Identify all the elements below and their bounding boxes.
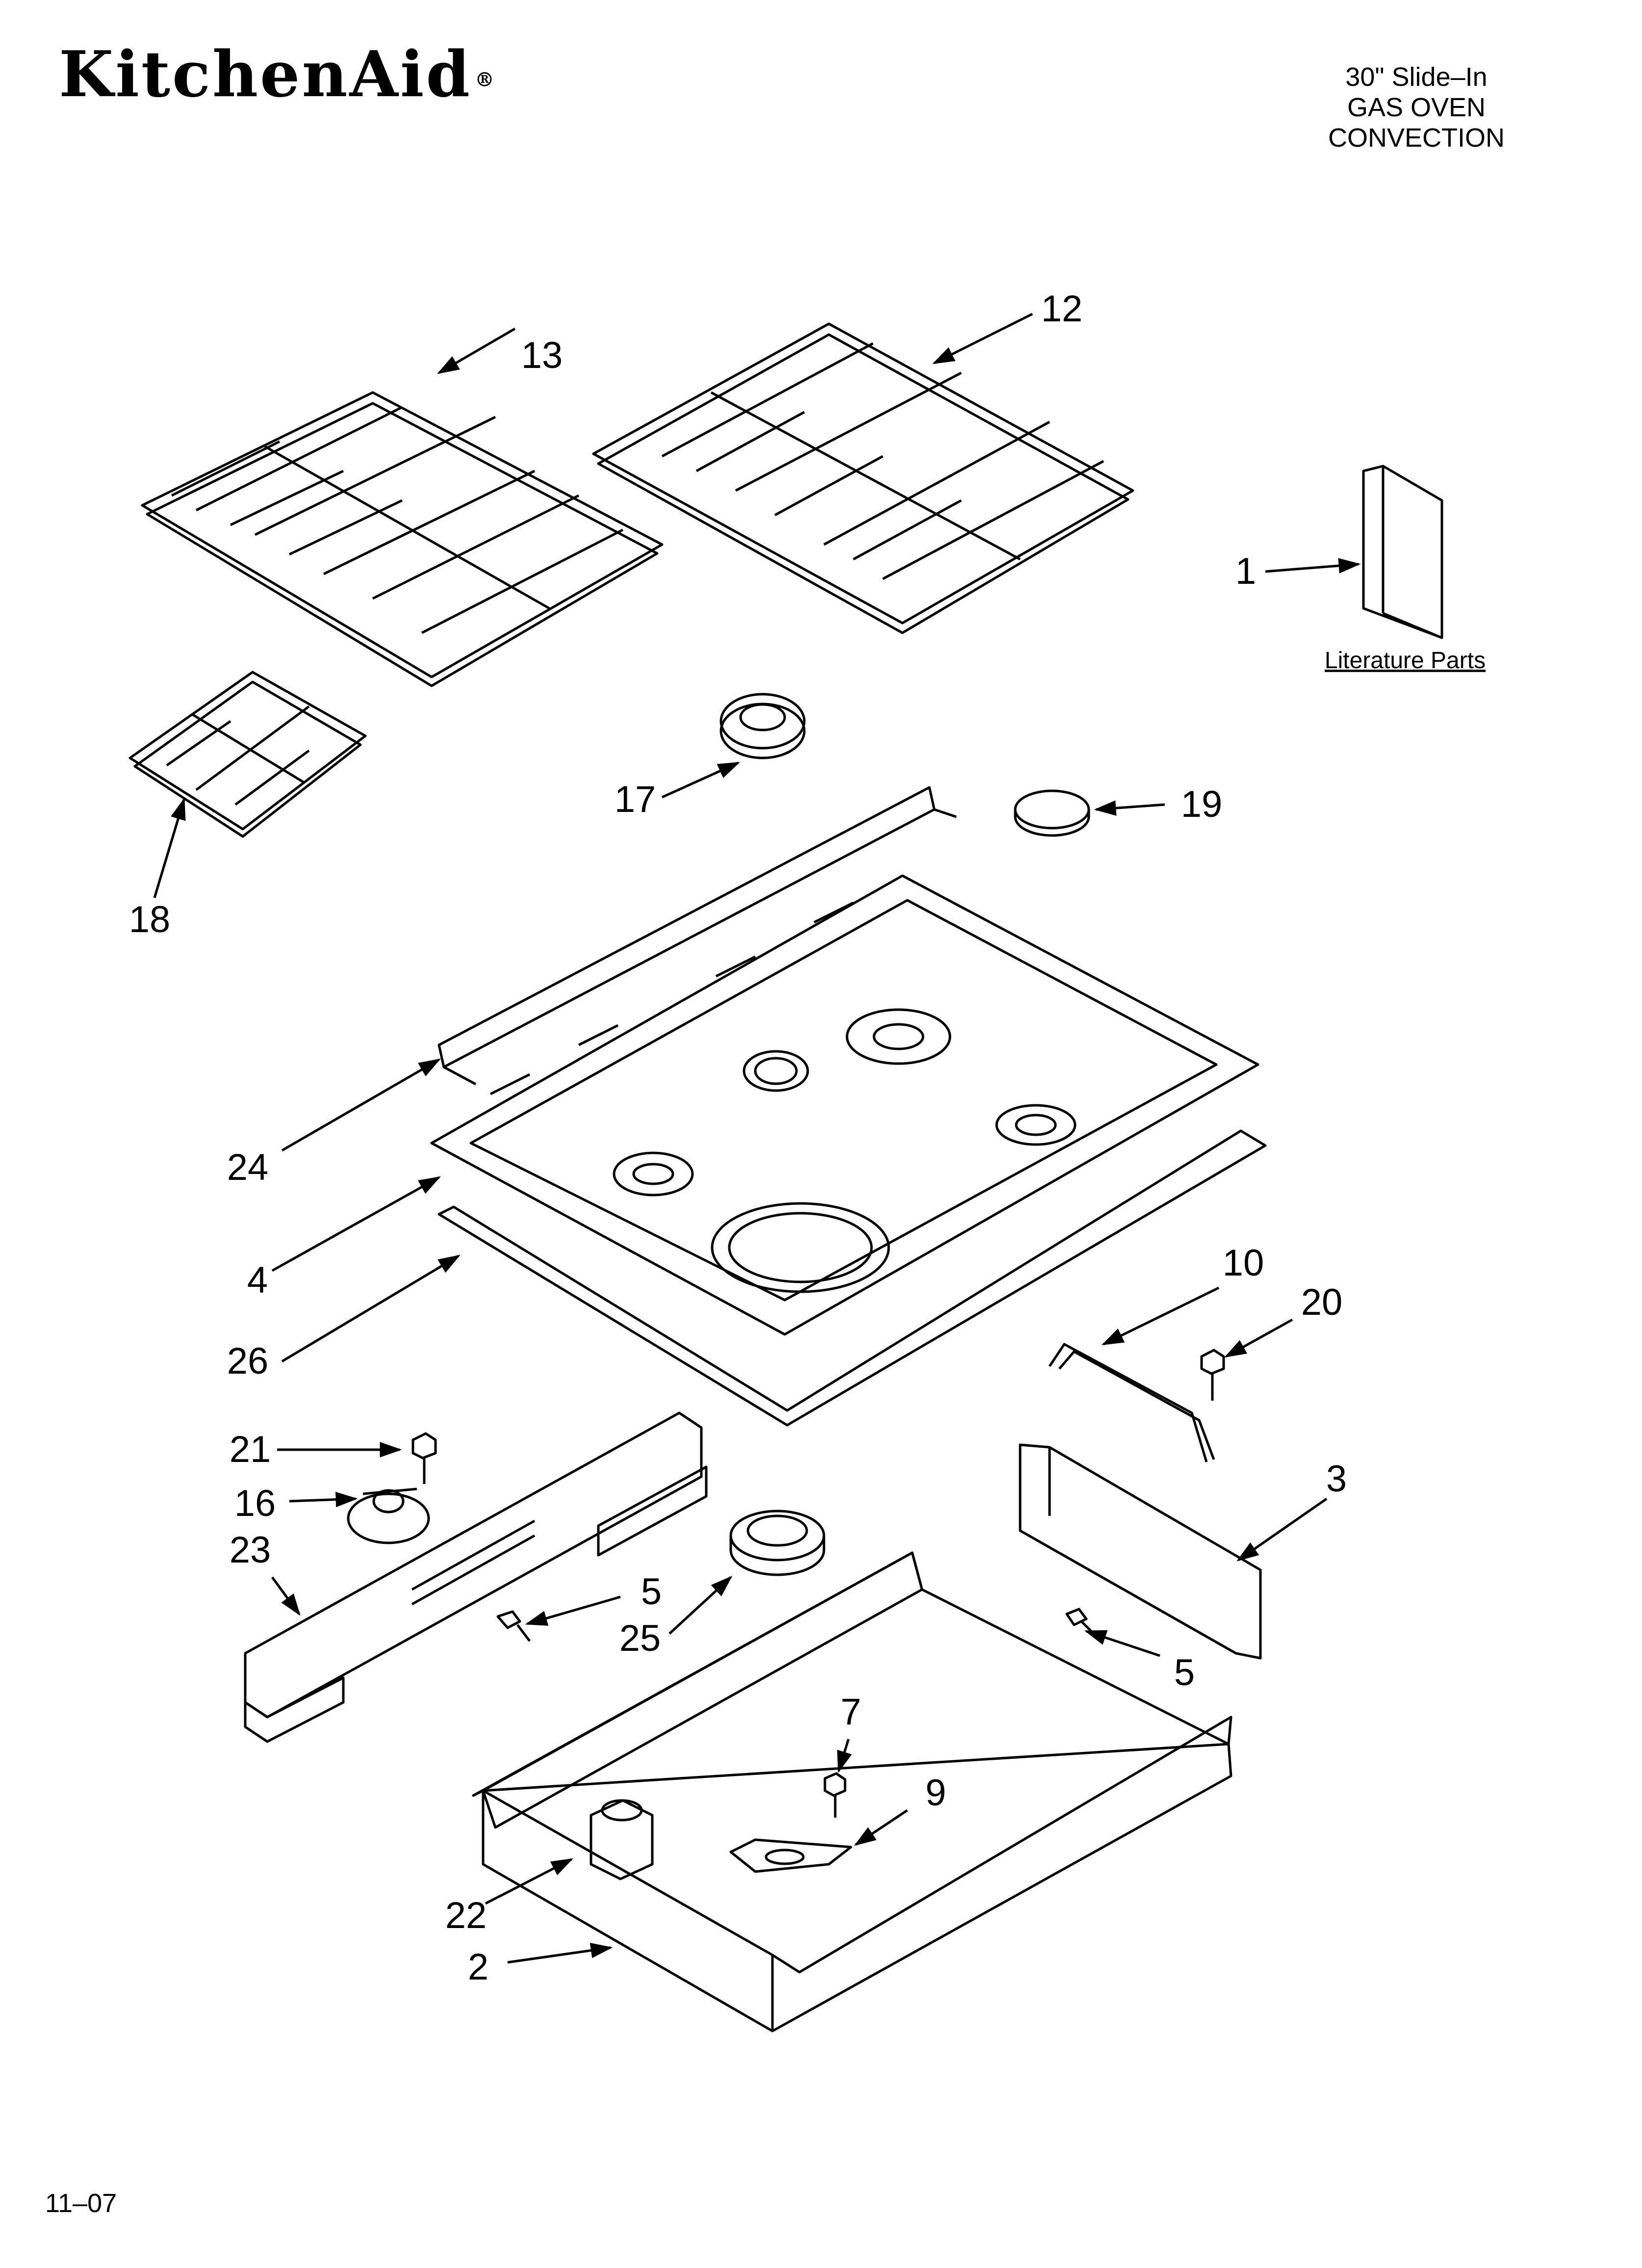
model-description: 30" Slide–In GAS OVEN CONVECTION [1245, 62, 1588, 153]
burner-cap-part [1014, 789, 1090, 837]
base-pan-part [472, 1551, 1232, 2033]
bracket-part [1048, 1343, 1215, 1462]
burner-base-part [729, 1510, 825, 1576]
rear-trim-part [437, 786, 957, 1086]
leader-16 [289, 1491, 358, 1508]
wok-grate-part [128, 671, 367, 838]
callout-17: 17 [615, 779, 656, 820]
leader-18 [153, 797, 186, 898]
brand-name: KitchenAid [59, 38, 472, 111]
leader-25 [668, 1575, 733, 1635]
burner-ring-part [719, 693, 806, 759]
callout-16: 16 [234, 1483, 276, 1524]
registered-mark: ® [474, 68, 496, 91]
date-code: 11–07 [45, 2189, 117, 2218]
callout-19: 19 [1181, 783, 1223, 825]
callout-22: 22 [445, 1895, 487, 1936]
callout-2: 2 [468, 1946, 488, 1988]
left-side-rail-part [244, 1411, 708, 1743]
cooktop-gasket-part [437, 1129, 1267, 1427]
screw-5-left-part [496, 1610, 531, 1642]
igniter-part [347, 1487, 430, 1544]
model-line-2: GAS OVEN [1347, 93, 1486, 122]
leader-22 [485, 1858, 574, 1905]
right-grate-part [592, 322, 1134, 634]
callout-24: 24 [227, 1147, 269, 1188]
callout-12: 12 [1041, 288, 1083, 330]
callout-26: 26 [227, 1340, 269, 1382]
callout-13: 13 [521, 335, 563, 376]
leader-5b [1084, 1630, 1160, 1657]
callout-25: 25 [619, 1617, 661, 1659]
leader-3 [1236, 1497, 1328, 1562]
callout-4: 4 [247, 1259, 268, 1301]
plate-9-part [729, 1838, 852, 1873]
screw-7-part [823, 1772, 847, 1818]
leader-12 [932, 313, 1033, 365]
callout-21: 21 [230, 1429, 271, 1470]
leader-17 [661, 761, 741, 799]
literature-parts-booklet [1362, 465, 1443, 639]
leader-19 [1094, 800, 1165, 816]
literature-parts-label: Literature Parts [1325, 648, 1486, 674]
brand-logo: KitchenAid® [59, 43, 496, 106]
leader-4 [271, 1176, 441, 1272]
leader-10 [1101, 1286, 1220, 1346]
leader-7 [837, 1739, 852, 1773]
leader-2 [507, 1943, 613, 1964]
leader-5a [525, 1595, 621, 1626]
leader-24 [281, 1058, 441, 1152]
leader-13 [437, 327, 516, 374]
model-line-1: 30" Slide–In [1345, 62, 1488, 92]
left-grate-part [141, 391, 664, 687]
callout-23: 23 [230, 1529, 271, 1571]
callout-18: 18 [129, 899, 171, 940]
callout-3: 3 [1326, 1458, 1347, 1500]
leader-23 [271, 1576, 301, 1616]
model-line-3: CONVECTION [1328, 123, 1505, 153]
callout-9: 9 [925, 1772, 946, 1814]
callout-5a: 5 [641, 1571, 662, 1613]
cooktop-main-top-part [430, 874, 1259, 1336]
screw-20-part [1200, 1349, 1225, 1401]
leader-20 [1224, 1318, 1293, 1358]
leader-26 [281, 1254, 461, 1363]
right-side-rail-part [1019, 1443, 1262, 1660]
valve-part [590, 1799, 654, 1880]
callout-1: 1 [1235, 550, 1256, 592]
callout-7: 7 [841, 1691, 861, 1733]
leader-9 [854, 1809, 908, 1846]
callout-10: 10 [1223, 1242, 1264, 1284]
screw-21-part [411, 1432, 437, 1484]
leader-1 [1265, 558, 1361, 574]
callout-5b: 5 [1174, 1652, 1195, 1694]
callout-20: 20 [1301, 1281, 1343, 1323]
